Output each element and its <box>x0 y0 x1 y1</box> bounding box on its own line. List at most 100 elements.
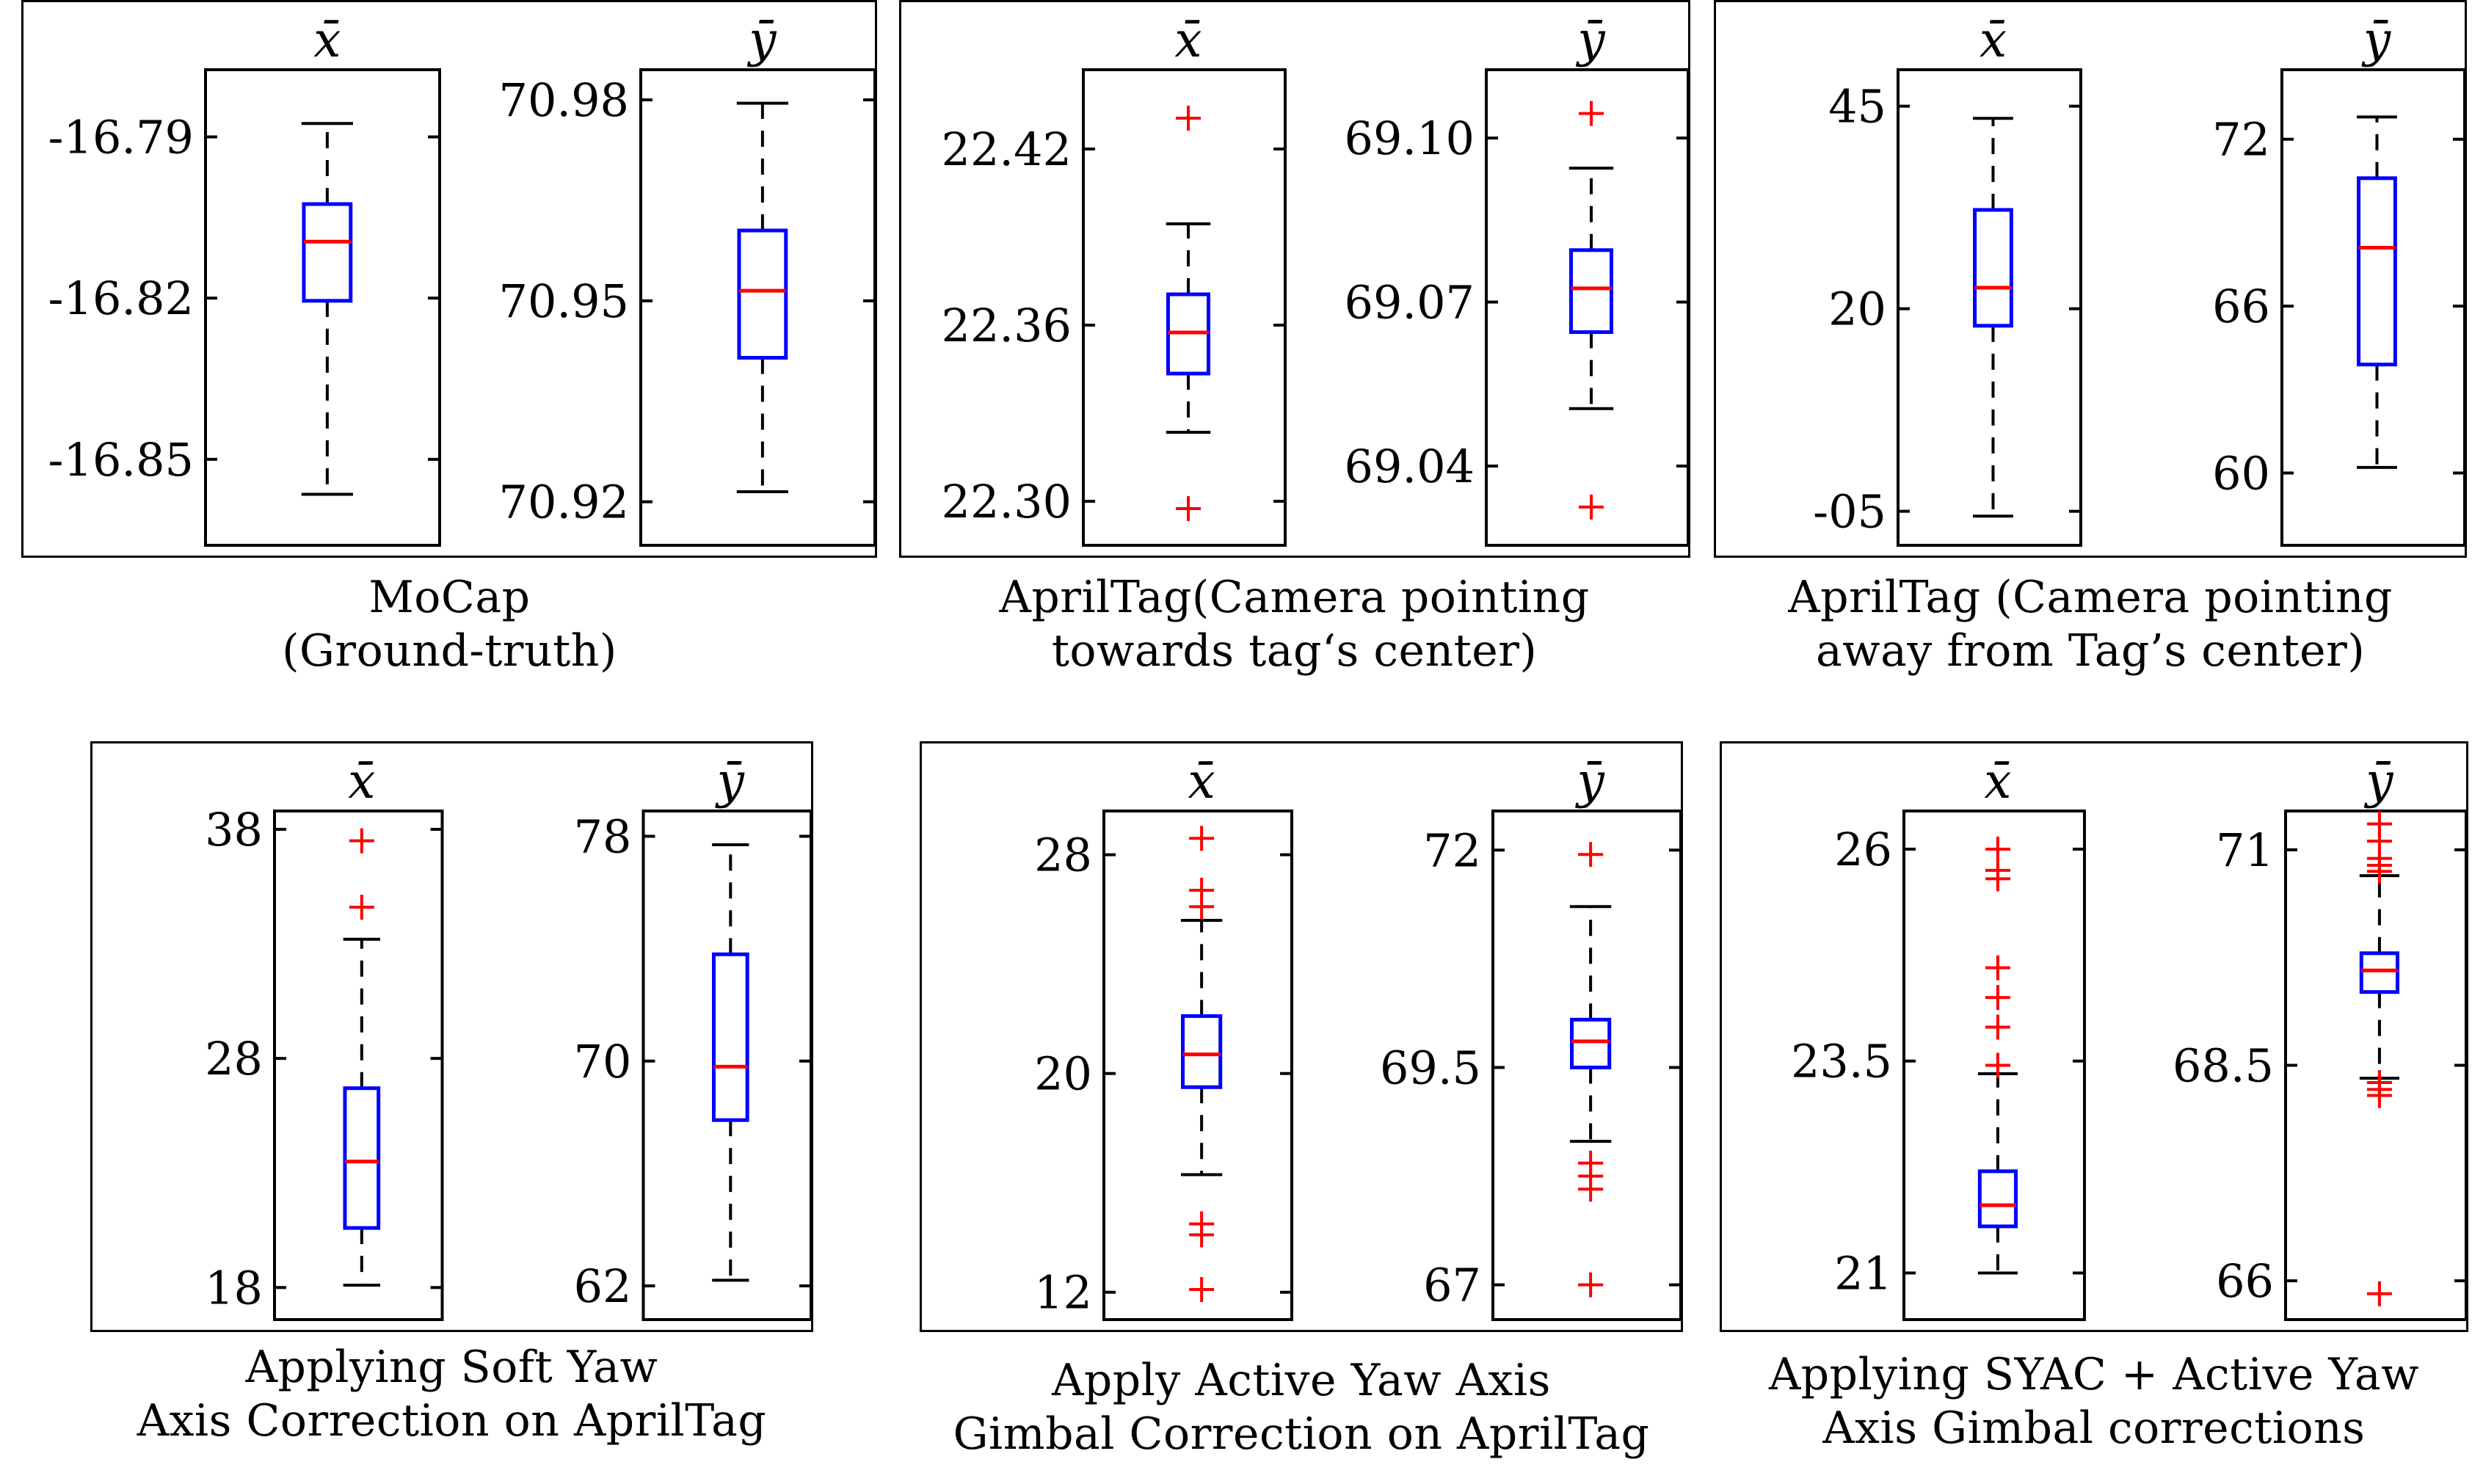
subplot-title-x: x̄ <box>1174 12 1202 68</box>
subplot-title-y: ȳ <box>747 12 777 68</box>
iqr-box <box>343 1086 381 1230</box>
y-tick-label: 22.42 <box>941 123 1072 176</box>
panel-caption-apriltag-toward: AprilTag(Camera pointing towards tag‘s c… <box>999 572 1590 677</box>
iqr-box <box>1977 1169 2018 1229</box>
y-tick-label: 70.98 <box>499 73 630 127</box>
outlier-marker <box>1985 955 2010 981</box>
y-tick-label: 18 <box>205 1261 263 1314</box>
outlier-marker <box>1189 1222 1215 1248</box>
outlier-marker <box>2366 1083 2392 1108</box>
y-tick-label: 12 <box>1034 1266 1092 1320</box>
outlier-marker <box>1578 842 1604 868</box>
panel-caption-syac-plus-active: Applying SYAC + Active Yaw Axis Gimbal c… <box>1768 1349 2419 1455</box>
subplot-y: ȳ 70.98 70.95 70.92 <box>499 12 876 547</box>
y-tick-label: 22.30 <box>941 475 1072 528</box>
y-tick-label: 38 <box>205 803 263 856</box>
axes-box-x <box>273 810 444 1321</box>
iqr-box <box>1973 208 2014 328</box>
outlier-marker <box>1985 1014 2010 1040</box>
y-tick-label: 66 <box>2212 280 2270 333</box>
subplot-title-y: ȳ <box>1575 12 1605 68</box>
y-tick-label: 22.36 <box>941 299 1072 352</box>
y-tick-label: 71 <box>2216 823 2274 877</box>
axes-box-y <box>1491 810 1681 1321</box>
outlier-marker <box>1578 1272 1604 1298</box>
y-tick-label: 68.5 <box>2173 1039 2274 1093</box>
y-tick-label: -16.79 <box>48 111 194 164</box>
axes-box-x <box>1081 68 1287 547</box>
outlier-marker <box>2366 1281 2392 1306</box>
outlier-marker <box>1189 826 1215 851</box>
y-tick-label: 69.04 <box>1344 440 1475 493</box>
y-tick-label: 70.92 <box>499 476 630 529</box>
subplot-y: ȳ 72 69.5 67 <box>1380 753 1681 1321</box>
y-tick-label: -16.82 <box>48 272 194 325</box>
y-tick-label: 21 <box>1834 1246 1892 1300</box>
outlier-marker <box>1985 1052 2010 1078</box>
iqr-box <box>1570 1017 1612 1069</box>
y-tick-label: 26 <box>1834 823 1892 876</box>
panel-frame-mocap: x̄ -16.79 -16.82 -16.85 ȳ 70.98 70.95 70.92 <box>21 0 878 558</box>
y-tick-label: 66 <box>2216 1254 2274 1308</box>
iqr-box <box>2357 176 2398 367</box>
axes-box-x <box>1102 810 1293 1321</box>
axes-box-y <box>1484 68 1688 547</box>
boxplot-svg-mocap: x̄ -16.79 -16.82 -16.85 ȳ 70.98 70.95 70.92 <box>48 12 876 547</box>
y-tick-label: 20 <box>1828 283 1886 336</box>
y-tick-label: 70 <box>574 1035 632 1088</box>
y-tick-label: 78 <box>574 810 632 863</box>
iqr-box <box>302 202 353 303</box>
axes-box-y <box>639 68 876 547</box>
y-tick-label: 70.95 <box>499 274 630 328</box>
y-tick-label: -16.85 <box>48 433 194 487</box>
y-tick-label: -05 <box>1813 485 1886 539</box>
panel-caption-mocap: MoCap (Ground-truth) <box>282 572 617 677</box>
iqr-box <box>2359 951 2399 994</box>
y-tick-label: 23.5 <box>1791 1035 1892 1088</box>
y-tick-label: 69.07 <box>1344 276 1475 330</box>
subplot-title-x: x̄ <box>314 12 341 68</box>
subplot-title-x: x̄ <box>1980 12 2007 68</box>
panel-caption-active-yaw-gimbal: Apply Active Yaw Axis Gimbal Correction … <box>953 1355 1650 1461</box>
subplot-title-x: x̄ <box>1188 753 1215 810</box>
y-tick-label: 72 <box>1423 823 1481 877</box>
subplot-title-y: ȳ <box>1574 753 1604 810</box>
outlier-marker <box>1985 866 2010 892</box>
y-tick-label: 72 <box>2212 113 2270 167</box>
outlier-marker <box>1985 985 2010 1011</box>
outlier-marker <box>349 895 374 920</box>
outlier-marker <box>1175 496 1201 521</box>
subplot-title-x: x̄ <box>348 753 375 810</box>
outlier-marker <box>2366 859 2392 884</box>
outlier-marker <box>1578 1176 1604 1202</box>
y-tick-label: 69.5 <box>1380 1041 1481 1094</box>
axes-box-y <box>2283 810 2466 1321</box>
iqr-box <box>737 228 788 360</box>
panel-mocap: x̄ -16.79 -16.82 -16.85 ȳ 70.98 70.95 70.92 Mo… <box>16 0 883 678</box>
axes-box-y <box>2280 68 2465 547</box>
axes-box-x <box>204 68 442 547</box>
y-tick-label: 67 <box>1423 1259 1481 1312</box>
y-tick-label: 28 <box>1034 829 1092 882</box>
subplot-x: x̄ -16.79 -16.82 -16.85 <box>48 12 442 547</box>
outlier-marker <box>1189 894 1215 920</box>
axes-box-x <box>1902 810 2086 1321</box>
subplot-x: x̄ 22.42 22.36 22.30 <box>941 12 1287 547</box>
